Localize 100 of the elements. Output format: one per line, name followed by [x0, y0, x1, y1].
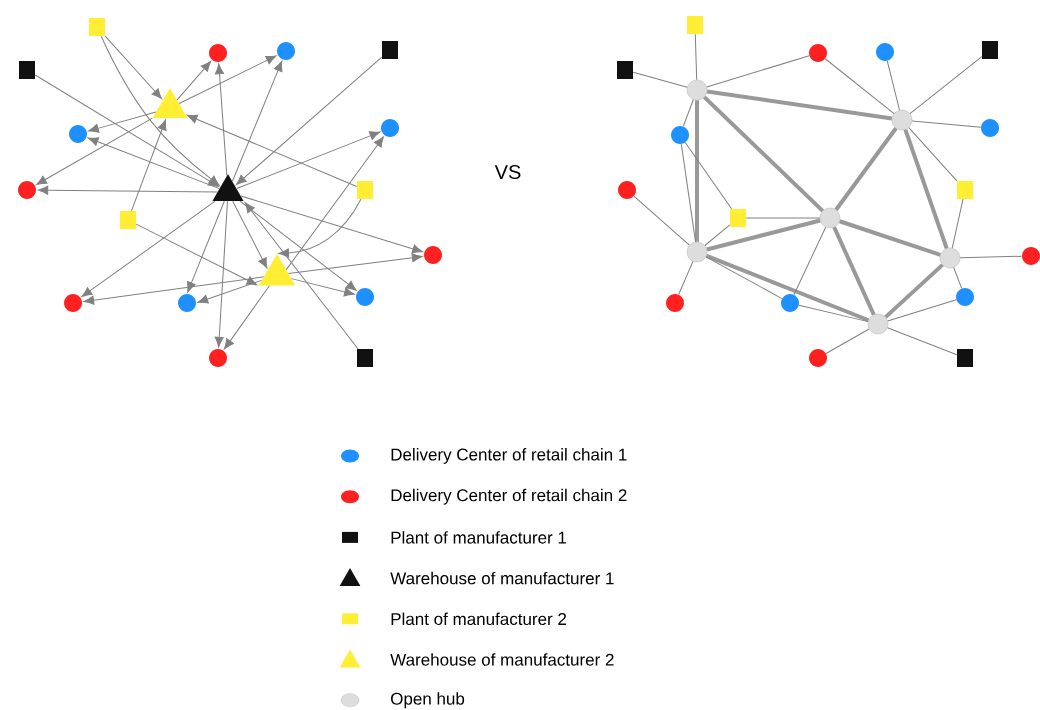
arrow [135, 223, 258, 286]
plant-square [89, 18, 105, 36]
plant-square [957, 349, 973, 367]
link-line [704, 224, 731, 246]
site-dot [781, 294, 799, 312]
legend-label: Plant of manufacturer 1 [391, 531, 567, 544]
site-dot [277, 42, 295, 60]
arrow [176, 60, 212, 101]
site-dot [666, 294, 684, 312]
arrow [223, 285, 270, 350]
thick-link [903, 128, 949, 250]
link-line [825, 328, 870, 354]
link-line [705, 256, 783, 300]
link-line [632, 71, 688, 88]
link-line [824, 58, 895, 115]
link-line [909, 56, 983, 115]
arrow [83, 276, 265, 305]
plant-square [19, 61, 35, 79]
arrow [88, 111, 157, 133]
link-line [798, 304, 869, 323]
thick-link [702, 95, 825, 213]
site-dot [981, 119, 999, 137]
arrow [187, 200, 225, 293]
arrow [290, 278, 355, 297]
link-line [887, 327, 958, 356]
arrow [288, 253, 423, 275]
arrow [37, 185, 218, 195]
hub-circle [686, 241, 708, 263]
arrow [236, 131, 381, 190]
arrow [214, 200, 228, 348]
hub-circle [939, 247, 961, 269]
link-line [908, 127, 958, 182]
arrow [278, 198, 362, 258]
arrow [100, 35, 220, 186]
thick-link [884, 263, 944, 319]
arrow [87, 137, 220, 190]
site-dot [69, 125, 87, 143]
arrow [197, 279, 263, 304]
link-line [678, 260, 694, 296]
thick-link [832, 226, 876, 316]
link-line [959, 255, 1023, 259]
site-dot [809, 349, 827, 367]
hub-circle [686, 79, 708, 101]
plant-square [957, 181, 973, 199]
thick-link [705, 253, 870, 323]
legend-label: Delivery Center of retail chain 1 [391, 448, 627, 464]
link-line [951, 198, 964, 249]
site-dot [671, 126, 689, 144]
link-line [684, 142, 733, 210]
legend-label: Plant of manufacturer 2 [391, 612, 567, 626]
arrow [34, 74, 219, 187]
thick-link [706, 218, 821, 252]
arrow [186, 114, 358, 188]
arrow [231, 60, 283, 182]
link-line [694, 33, 698, 81]
plant-square [982, 41, 998, 59]
hub-circle [819, 207, 841, 229]
site-dot [209, 349, 227, 367]
arrow [81, 200, 216, 298]
site-dot [178, 294, 196, 312]
link-line [633, 195, 690, 246]
thick-link [706, 89, 893, 121]
site-dot [64, 294, 82, 312]
link-line [887, 299, 957, 322]
site-dot [876, 43, 894, 61]
arrow [285, 136, 384, 271]
hub-circle [891, 109, 913, 131]
plant-square [357, 349, 373, 367]
warehouse-triangle [212, 174, 244, 201]
plant-square [687, 16, 703, 34]
thick-link [834, 127, 898, 211]
arrow [244, 202, 359, 350]
arrow [130, 119, 167, 212]
legend-label: Warehouse of manufacturer 2 [390, 653, 614, 666]
arrow [104, 35, 163, 100]
hub-circle [867, 313, 889, 335]
site-dot [956, 288, 974, 306]
arrow [235, 56, 383, 186]
link-line [745, 217, 821, 219]
thick-link [839, 219, 941, 257]
warehouse-triangle [258, 254, 296, 286]
link-line [682, 99, 694, 127]
arrow [214, 63, 228, 177]
site-dot [209, 44, 227, 62]
arrow [178, 55, 277, 104]
arrow [240, 195, 423, 254]
plant-square [617, 61, 633, 79]
legend-label: Open hub [391, 692, 465, 709]
plant-square [120, 211, 136, 229]
link-line [911, 120, 982, 128]
site-dot [381, 119, 399, 137]
site-dot [18, 181, 36, 199]
link-line [706, 55, 810, 88]
plant-square [382, 41, 398, 59]
arrow [232, 200, 268, 269]
arrow [36, 117, 153, 185]
site-dot [809, 44, 827, 62]
site-dot [356, 288, 374, 306]
arrow [239, 200, 357, 291]
legend-label: Warehouse of manufacturer 1 [390, 571, 614, 585]
